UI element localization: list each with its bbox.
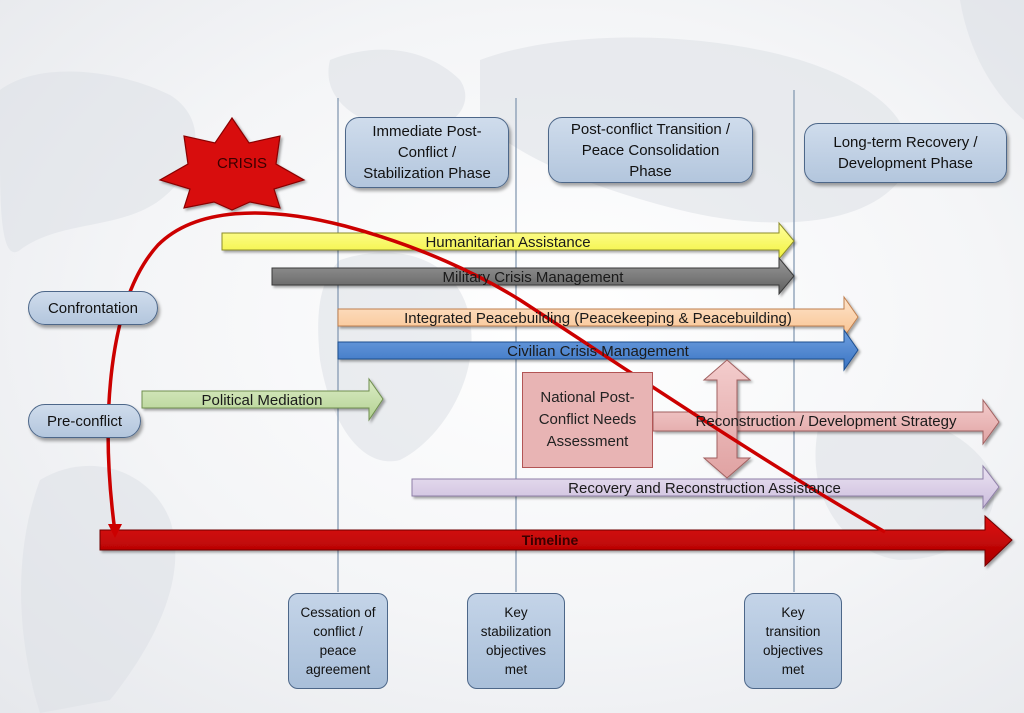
needs-assessment-box: National Post- Conflict Needs Assessment (522, 372, 653, 468)
phase-box-stabilization: Immediate Post- Conflict / Stabilization… (345, 117, 509, 188)
phase-box-long-term-recovery: Long-term Recovery / Development Phase (804, 123, 1007, 183)
arrow-reconstruction-development-strategy (652, 398, 1000, 446)
needs-line-3: Assessment (546, 433, 629, 450)
phase-box-transition: Post-conflict Transition / Peace Consoli… (548, 117, 753, 183)
double-arrow-vertical (702, 359, 752, 479)
arrow-integrated-peacebuilding (337, 295, 859, 339)
milestone-3-line-3: objectives (762, 643, 824, 658)
phase-2-line-3: Phase (629, 162, 672, 180)
phase-1-line-1: Immediate Post- (372, 123, 482, 140)
stage-confrontation: Confrontation (28, 291, 158, 325)
milestone-1-line-1: Cessation of (300, 605, 376, 620)
milestone-1-line-2: conflict / (313, 624, 363, 639)
conflict-curve-arrowhead (108, 524, 122, 538)
phase-2-line-1: Post-conflict Transition / (570, 120, 731, 138)
crisis-star-icon (158, 116, 306, 211)
stage-pre-conflict: Pre-conflict (28, 404, 141, 438)
milestone-3-line-4: met (781, 662, 805, 677)
needs-line-1: National Post- (540, 389, 635, 406)
arrow-humanitarian-assistance (221, 221, 795, 261)
arrow-political-mediation (141, 377, 384, 422)
crisis-label: CRISIS (217, 155, 268, 172)
milestone-1-line-4: agreement (305, 662, 371, 677)
milestone-2-line-4: met (504, 662, 528, 677)
milestone-2-line-1: Key (504, 605, 528, 620)
milestone-transition-objectives: Key transition objectives met (744, 593, 842, 689)
milestone-3-line-1: Key (781, 605, 805, 620)
milestone-cessation: Cessation of conflict / peace agreement (288, 593, 388, 689)
timeline-arrow (99, 514, 1013, 568)
milestone-stabilization-objectives: Key stabilization objectives met (467, 593, 565, 689)
arrow-military-crisis-management (271, 256, 795, 296)
phase-3-line-1: Long-term Recovery / (833, 134, 978, 151)
milestone-1-line-3: peace (319, 643, 357, 658)
milestone-2-line-2: stabilization (480, 624, 552, 639)
arrow-recovery-reconstruction-assistance (411, 464, 1000, 510)
needs-line-2: Conflict Needs (538, 411, 637, 428)
phase-2-line-2: Peace Consolidation (581, 141, 720, 159)
milestone-3-line-2: transition (765, 624, 821, 639)
phase-1-line-2: Conflict / (397, 144, 457, 161)
milestone-2-line-3: objectives (485, 643, 547, 658)
phase-3-line-2: Development Phase (837, 155, 974, 172)
phase-1-line-3: Stabilization Phase (363, 165, 491, 182)
